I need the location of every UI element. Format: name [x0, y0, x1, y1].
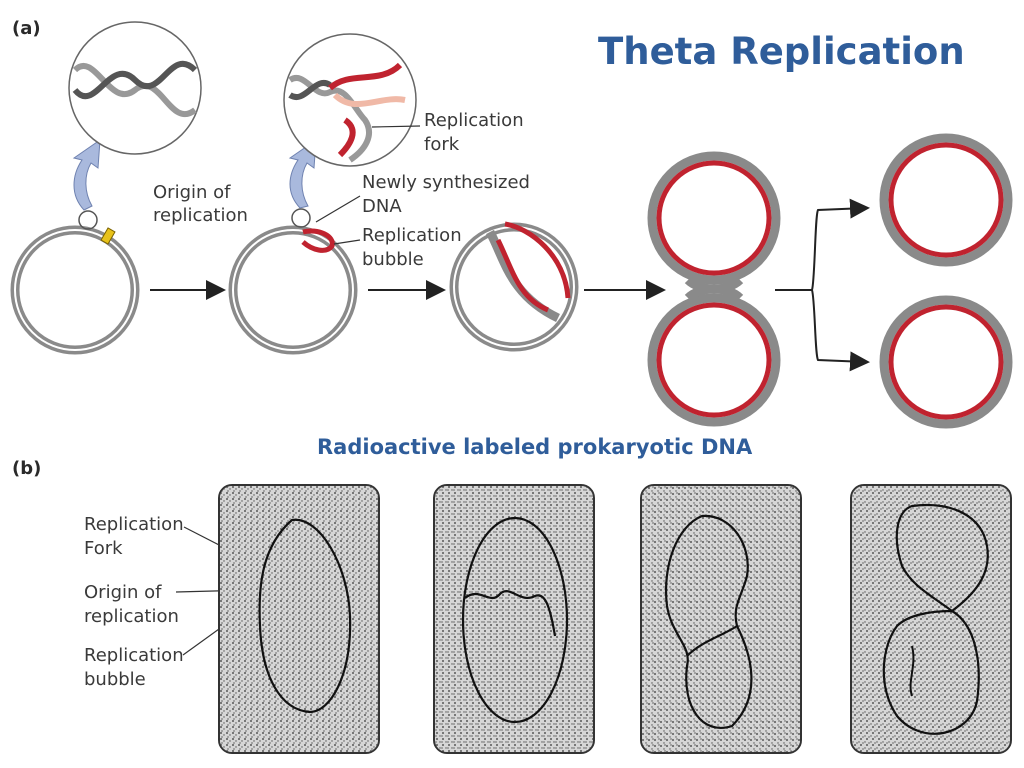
label-bubble-a-2: bubble — [362, 249, 424, 270]
stage-2-small-bubble — [228, 208, 358, 355]
label-bubble-b-2: bubble — [84, 669, 146, 690]
zoom-circle-1-double-helix — [68, 21, 202, 155]
panel-a-label: (a) — [12, 18, 41, 39]
stage-3-large-bubble — [449, 221, 579, 352]
label-fork-b-1: Replication — [84, 514, 184, 535]
label-origin-a-1: Origin of — [153, 182, 231, 203]
stage-1-circular-dna — [10, 210, 140, 355]
label-fork-a-2: fork — [424, 134, 460, 155]
label-bubble-b-1: Replication — [84, 645, 184, 666]
origin-marker — [100, 227, 116, 245]
label-origin-b-1: Origin of — [84, 582, 162, 603]
branch-arrows — [775, 198, 870, 372]
label-origin-a-2: replication — [153, 205, 248, 226]
page-title: Theta Replication — [598, 30, 965, 73]
label-bubble-a-1: Replication — [362, 225, 462, 246]
label-newdna-a-1: Newly synthesized — [362, 172, 530, 193]
stage-5-daughter-circles — [879, 133, 1013, 429]
label-newdna-a-2: DNA — [362, 196, 402, 217]
micrograph-2 — [433, 484, 595, 754]
zoom-arrow-1 — [72, 138, 101, 211]
subtitle: Radioactive labeled prokaryotic DNA — [317, 435, 753, 459]
label-fork-b-2: Fork — [84, 538, 123, 559]
label-origin-b-2: replication — [84, 606, 179, 627]
panel-b-label: (b) — [12, 458, 42, 479]
theta-replication-diagram — [10, 21, 1013, 429]
zoom-circle-2-replication-fork — [283, 33, 417, 167]
micrograph-4 — [850, 484, 1012, 754]
label-fork-a-1: Replication — [424, 110, 524, 131]
micrograph-1 — [218, 484, 380, 754]
micrograph-3 — [640, 484, 802, 754]
stage-4-theta-structure — [647, 151, 781, 427]
